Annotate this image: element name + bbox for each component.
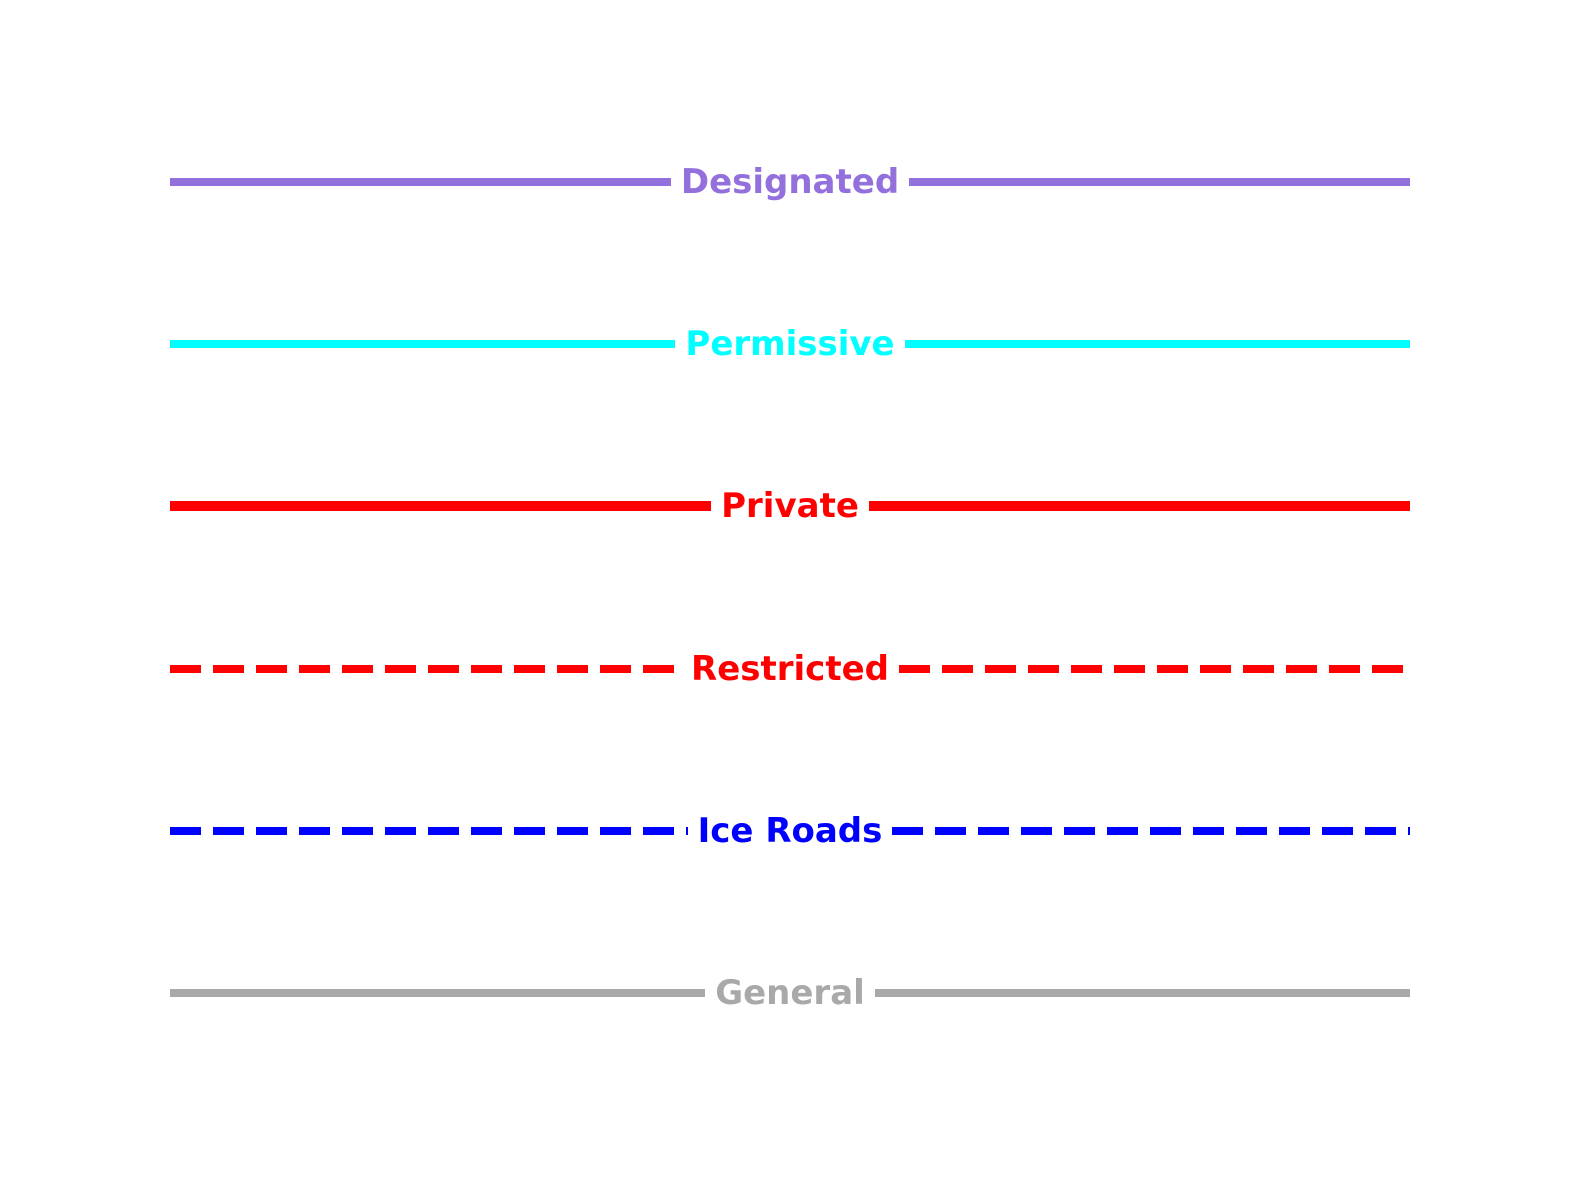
private-line-left-segment (170, 501, 712, 511)
permissive-label: Permissive (675, 323, 905, 365)
legend-row-ice-roads: Ice Roads (170, 801, 1411, 861)
ice-roads-line-right-segment (892, 827, 1411, 835)
general-line-right-segment (874, 989, 1411, 997)
general-line-left-segment (170, 989, 706, 997)
general-label: General (705, 972, 875, 1014)
legend-row-permissive: Permissive (170, 314, 1410, 374)
private-line-right-segment (868, 501, 1411, 511)
permissive-line-right-segment (904, 340, 1410, 348)
restricted-line-left-segment (170, 665, 682, 673)
legend-row-general: General (170, 963, 1411, 1023)
restricted-label: Restricted (681, 648, 899, 690)
ice-roads-line-left-segment (170, 827, 688, 835)
legend-row-restricted: Restricted (170, 639, 1410, 699)
designated-line-left-segment (170, 178, 671, 186)
restricted-line-right-segment (898, 665, 1410, 673)
designated-label: Designated (670, 161, 910, 203)
private-label: Private (711, 485, 869, 527)
designated-line-right-segment (909, 178, 1410, 186)
ice-roads-label: Ice Roads (687, 810, 893, 852)
legend-row-private: Private (170, 476, 1411, 536)
permissive-line-left-segment (170, 340, 676, 348)
legend-row-designated: Designated (170, 152, 1410, 212)
